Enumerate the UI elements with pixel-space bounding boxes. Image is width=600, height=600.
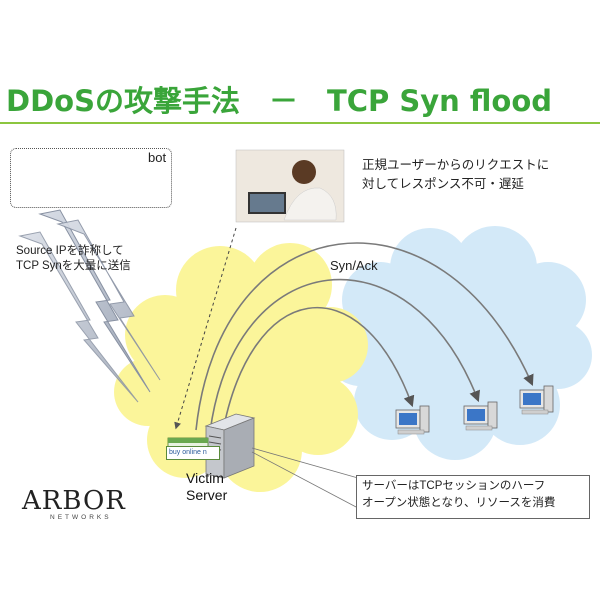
title-rule	[0, 122, 600, 124]
synack-label: Syn/Ack	[330, 258, 378, 273]
legit-user-line-2: 対してレスポンス不可・遅延	[362, 177, 524, 191]
victim-server-label: Victim Server	[186, 470, 227, 504]
source-spoof-line-1: Source IPを詐称して	[16, 245, 124, 257]
note-text: サーバーはTCPセッションのハーフ オープン状態となり、リソースを消費	[362, 478, 555, 512]
bot-group-box	[10, 148, 172, 208]
victim-label-line-1: Victim	[186, 470, 224, 486]
legit-user-photo	[235, 149, 345, 223]
target-computer-2	[463, 401, 498, 431]
note-line-2: オープン状態となり、リソースを消費	[362, 497, 556, 509]
slide-title: DDoSの攻撃手法 － TCP Syn flood	[6, 84, 553, 118]
arbor-logo: ARBOR	[22, 486, 126, 516]
victim-label-line-2: Server	[186, 487, 228, 503]
arbor-logo-sub: NETWORKS	[50, 514, 112, 521]
synack-arcs	[195, 242, 534, 437]
bot-label: bot	[148, 150, 167, 165]
legit-user-line-1: 正規ユーザーからのリクエストに	[362, 158, 550, 172]
source-spoof-text: Source IPを詐称して TCP Synを大量に送信	[16, 244, 131, 274]
legit-request-path	[174, 227, 237, 430]
buy-online-banner: buy online n	[166, 446, 220, 460]
note-box	[356, 475, 590, 519]
note-pointer	[251, 447, 359, 509]
source-spoof-line-2: TCP Synを大量に送信	[16, 260, 131, 272]
attack-bolts	[18, 209, 161, 403]
note-line-1: サーバーはTCPセッションのハーフ	[362, 480, 546, 492]
target-computer-3	[519, 385, 554, 415]
target-computer-1	[395, 405, 430, 435]
legit-user-text: 正規ユーザーからのリクエストに 対してレスポンス不可・遅延	[362, 156, 549, 194]
